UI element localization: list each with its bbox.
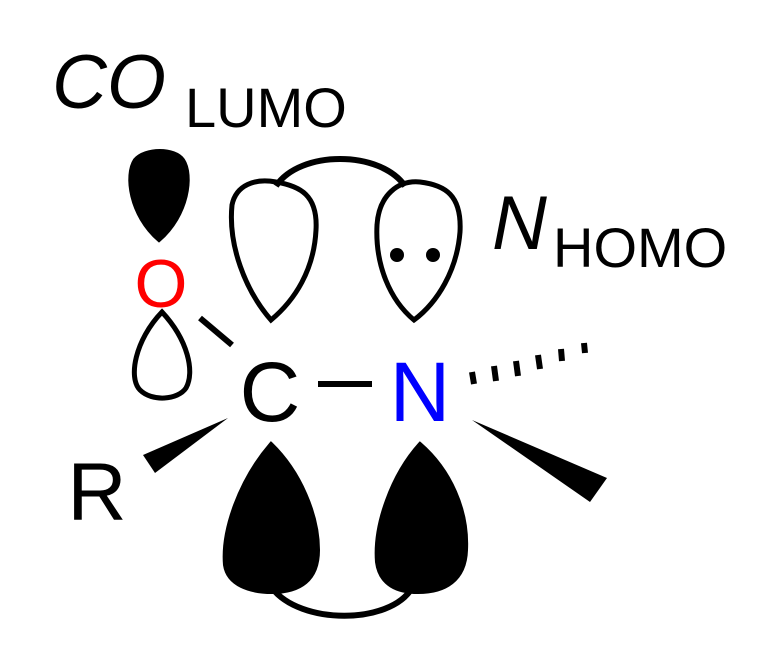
lone-pair-dot-left (390, 248, 404, 262)
co-lumo-main: CO (52, 40, 166, 125)
atom-oxygen-label: O (135, 246, 188, 322)
nitrogen-lower-lobe (374, 441, 469, 595)
lone-pair-dot-right (426, 248, 440, 262)
upper-overlap-arc (273, 156, 408, 188)
n-hashed-bond (469, 342, 588, 385)
lumo-open-lobe (131, 308, 193, 401)
atom-nitrogen-label: N (390, 345, 451, 439)
atom-r-label: R (67, 447, 126, 538)
lower-overlap-arc (269, 586, 415, 619)
nitrogen-upper-lobe (374, 179, 463, 324)
carbon-lower-lobe (222, 441, 321, 595)
atom-carbon-label: C (240, 345, 301, 439)
n-homo-sub: HOMO (553, 216, 727, 279)
carbon-upper-lobe (228, 178, 319, 324)
co-lumo-sub: LUMO (185, 76, 347, 139)
n-homo-main: N (492, 181, 547, 266)
lumo-filled-lobe (128, 149, 190, 243)
n-wedge-bond (472, 420, 607, 502)
oc-bond (198, 315, 234, 348)
rc-wedge-bond (143, 418, 228, 473)
